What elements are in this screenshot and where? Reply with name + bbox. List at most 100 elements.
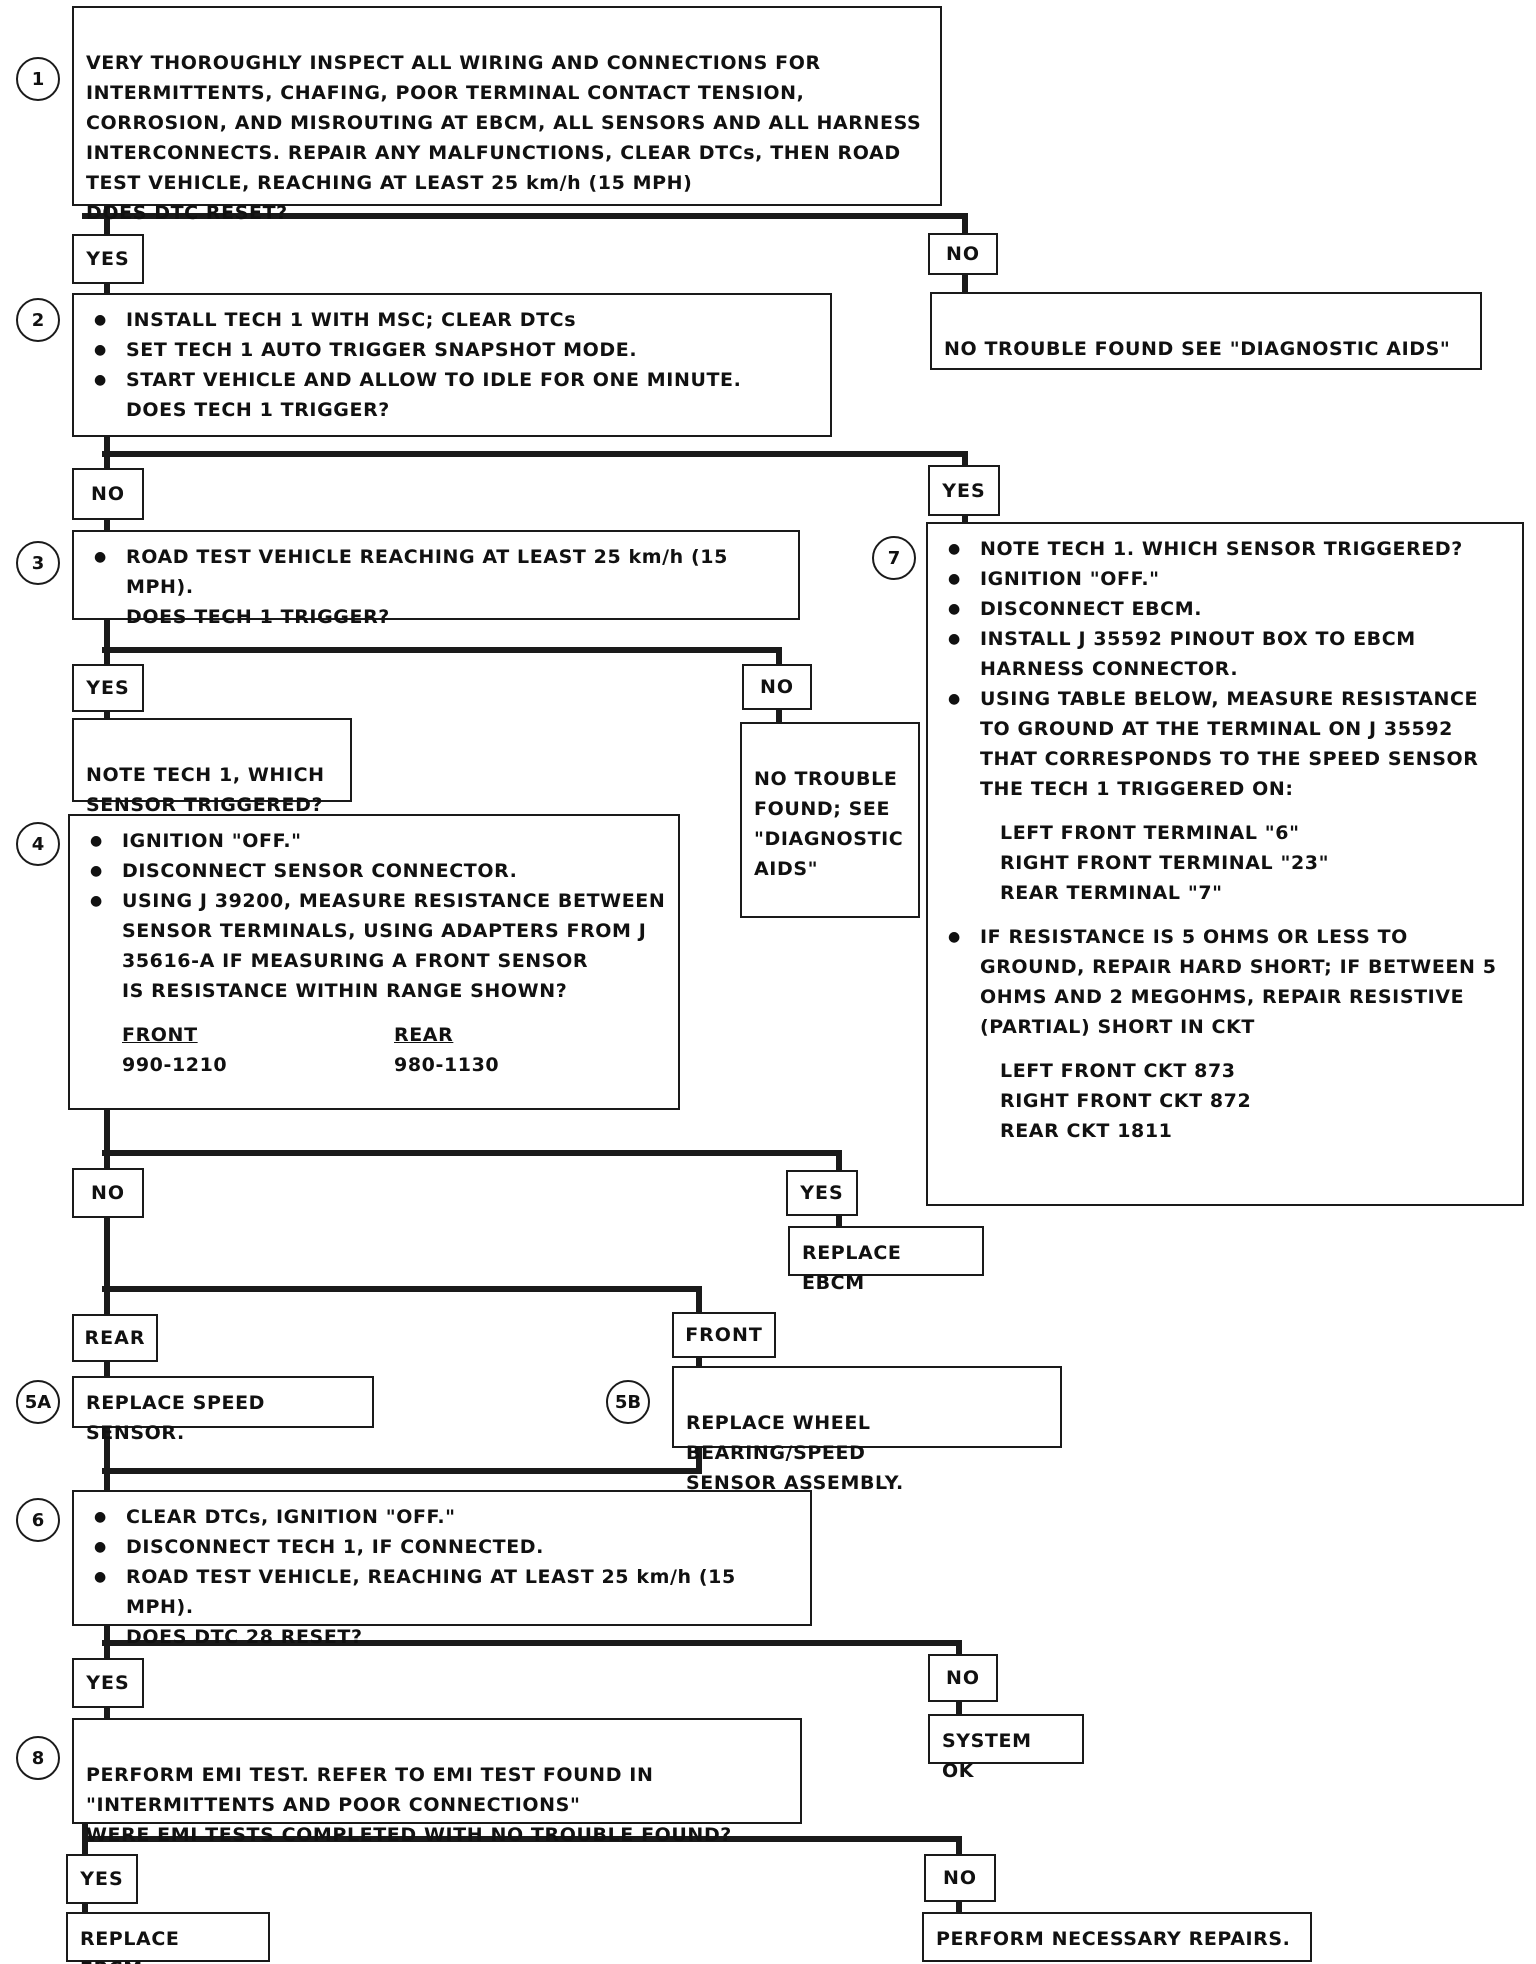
connector	[962, 213, 968, 235]
step-7-item: USING TABLE BELOW, MEASURE RESISTANCE TO…	[940, 684, 1510, 804]
step-2-item: START VEHICLE AND ALLOW TO IDLE FOR ONE …	[86, 365, 818, 395]
step-1-yes-label: YES	[72, 234, 144, 284]
step-7-item: DISCONNECT EBCM.	[940, 594, 1510, 624]
step-3-question: DOES TECH 1 TRIGGER?	[126, 606, 390, 628]
connector	[104, 1624, 110, 1660]
rear-range-header: REAR	[394, 1024, 454, 1046]
connector	[102, 1468, 702, 1474]
connector	[102, 1640, 962, 1646]
step-5b-text: REPLACE WHEEL BEARING/SPEED SENSOR ASSEM…	[686, 1412, 904, 1494]
replace-ebcm-text-1: REPLACE EBCM	[802, 1242, 902, 1294]
connector	[104, 1109, 110, 1171]
step-8-no-label: NO	[924, 1854, 996, 1902]
step-6-item: ROAD TEST VEHICLE, REACHING AT LEAST 25 …	[86, 1562, 798, 1622]
step-4-question: IS RESISTANCE WITHIN RANGE SHOWN?	[122, 980, 568, 1002]
connector	[104, 206, 110, 236]
step-2-yes-label: YES	[928, 465, 1000, 516]
step-8-box: PERFORM EMI TEST. REFER TO EMI TEST FOUN…	[72, 1718, 802, 1846]
step-2-number: 2	[16, 298, 60, 342]
note-sensor-box: NOTE TECH 1, WHICH SENSOR TRIGGERED?	[72, 718, 352, 816]
step-3-yes-label: YES	[72, 664, 144, 712]
resistance-table: FRONT 990-1210 REAR 980-1130	[82, 1020, 666, 1080]
terminal-list: LEFT FRONT TERMINAL "6" RIGHT FRONT TERM…	[1000, 822, 1330, 904]
replace-ebcm-box-1: REPLACE EBCM	[788, 1226, 984, 1294]
step-1-no-label: NO	[928, 233, 998, 275]
step-4-item: IGNITION "OFF."	[82, 826, 666, 856]
front-range-header: FRONT	[122, 1024, 198, 1046]
step-3-no-label: NO	[742, 664, 812, 710]
step-5b-number: 5B	[606, 1380, 650, 1424]
step-7-number: 7	[872, 536, 916, 580]
connector	[776, 708, 782, 724]
connector	[104, 1426, 110, 1492]
connector	[962, 451, 968, 467]
step-4-item: DISCONNECT SENSOR CONNECTOR.	[82, 856, 666, 886]
connector	[104, 283, 110, 295]
step-6-number: 6	[16, 1498, 60, 1542]
connector	[956, 1640, 962, 1656]
step-4-item: USING J 39200, MEASURE RESISTANCE BETWEE…	[82, 886, 666, 976]
step-4-yes-label: YES	[786, 1170, 858, 1216]
connector	[104, 436, 110, 470]
step-8-number: 8	[16, 1736, 60, 1780]
replace-ebcm-text-2: REPLACE EBCM.	[80, 1928, 180, 1964]
connector	[104, 518, 110, 532]
connector	[956, 1900, 962, 1914]
step-7-box: NOTE TECH 1. WHICH SENSOR TRIGGERED? IGN…	[926, 522, 1524, 1206]
no-trouble-found-text-1: NO TROUBLE FOUND SEE "DIAGNOSTIC AIDS"	[944, 338, 1451, 360]
step-7-item: IGNITION "OFF."	[940, 564, 1510, 594]
connector	[104, 1706, 110, 1720]
step-6-item: DISCONNECT TECH 1, IF CONNECTED.	[86, 1532, 798, 1562]
perform-repairs-text: PERFORM NECESSARY REPAIRS.	[936, 1928, 1291, 1950]
step-5a-box: REPLACE SPEED SENSOR.	[72, 1376, 374, 1444]
connector	[104, 1216, 110, 1316]
step-5a-number: 5A	[16, 1380, 60, 1424]
connector	[104, 619, 110, 666]
system-ok-text: SYSTEM OK	[942, 1730, 1032, 1782]
connector	[104, 710, 110, 724]
step-4-number: 4	[16, 822, 60, 866]
step-7-item: IF RESISTANCE IS 5 OHMS OR LESS TO GROUN…	[940, 922, 1510, 1042]
step-5b-box: REPLACE WHEEL BEARING/SPEED SENSOR ASSEM…	[672, 1366, 1062, 1494]
no-trouble-found-box-2: NO TROUBLE FOUND; SEE "DIAGNOSTIC AIDS"	[740, 722, 920, 918]
connector	[102, 1150, 842, 1156]
step-2-question: DOES TECH 1 TRIGGER?	[126, 399, 390, 421]
step-2-box: INSTALL TECH 1 WITH MSC; CLEAR DTCs SET …	[72, 293, 832, 437]
connector	[104, 1360, 110, 1378]
connector	[696, 1286, 702, 1316]
step-8-yes-label: YES	[66, 1854, 138, 1904]
connector	[82, 1902, 88, 1914]
connector	[102, 647, 782, 653]
step-5a-text: REPLACE SPEED SENSOR.	[86, 1392, 266, 1444]
no-trouble-found-text-2: NO TROUBLE FOUND; SEE "DIAGNOSTIC AIDS"	[754, 768, 904, 880]
no-trouble-found-box-1: NO TROUBLE FOUND SEE "DIAGNOSTIC AIDS"	[930, 292, 1482, 370]
connector	[956, 1700, 962, 1716]
step-3-number: 3	[16, 541, 60, 585]
step-2-item: INSTALL TECH 1 WITH MSC; CLEAR DTCs	[86, 305, 818, 335]
connector	[102, 1286, 702, 1292]
step-4-no-label: NO	[72, 1168, 144, 1218]
step-6-item: CLEAR DTCs, IGNITION "OFF."	[86, 1502, 798, 1532]
rear-range-value: 980-1130	[394, 1054, 500, 1076]
step-7-item: INSTALL J 35592 PINOUT BOX TO EBCM HARNE…	[940, 624, 1510, 684]
step-4-box: IGNITION "OFF." DISCONNECT SENSOR CONNEC…	[68, 814, 680, 1110]
connector	[956, 1836, 962, 1856]
connector	[82, 213, 967, 219]
connector	[82, 1836, 962, 1842]
step-6-yes-label: YES	[72, 1658, 144, 1708]
perform-repairs-box: PERFORM NECESSARY REPAIRS.	[922, 1912, 1312, 1962]
connector	[836, 1214, 842, 1228]
step-3-box: ROAD TEST VEHICLE REACHING AT LEAST 25 k…	[72, 530, 800, 628]
connector	[836, 1150, 842, 1172]
step-3-item: ROAD TEST VEHICLE REACHING AT LEAST 25 k…	[86, 542, 786, 602]
step-1-text: VERY THOROUGHLY INSPECT ALL WIRING AND C…	[86, 52, 922, 224]
step-1-box: VERY THOROUGHLY INSPECT ALL WIRING AND C…	[72, 6, 942, 224]
step-1-number: 1	[16, 57, 60, 101]
rear-label: REAR	[72, 1314, 158, 1362]
front-label: FRONT	[672, 1312, 776, 1358]
connector	[102, 451, 968, 457]
step-2-item: SET TECH 1 AUTO TRIGGER SNAPSHOT MODE.	[86, 335, 818, 365]
step-7-item: NOTE TECH 1. WHICH SENSOR TRIGGERED?	[940, 534, 1510, 564]
connector	[776, 647, 782, 666]
